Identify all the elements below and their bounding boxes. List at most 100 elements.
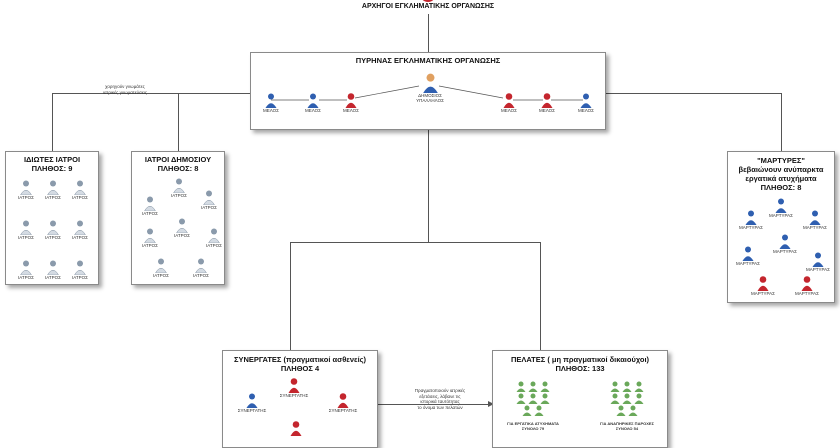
core-center-official: ΔΗΜΟΣΙΟΣ ΥΠΑΛΛΗΛΟΣ — [414, 73, 446, 103]
line-top — [428, 14, 429, 52]
doctor-icon — [144, 196, 156, 211]
doctor-figure: ΙΑΤΡΟΣ — [65, 260, 95, 280]
witness-figure: ΜΑΡΤΥΡΑΣ — [766, 198, 796, 218]
doctor-figure: ΙΑΤΡΟΣ — [65, 180, 95, 200]
clients-group-1-label: ΓΙΑ ΕΡΓΑΤΙΚΑ ΑΤΥΧΗΜΑΤΑ ΣΥΝΟΛΟ 79 — [507, 421, 559, 431]
core-member-4: ΜΕΛΟΣ — [494, 93, 524, 113]
person-male-icon — [307, 93, 319, 108]
partner-figure: ΣΥΝΕΡΓΑΤΗΣ — [237, 393, 267, 413]
person-female-icon — [288, 378, 300, 393]
header-icon — [420, 0, 436, 2]
doctor-icon — [20, 220, 32, 235]
core-member-2: ΜΕΛΟΣ — [298, 93, 328, 113]
doctor-icon — [74, 260, 86, 275]
line-to-public — [178, 93, 179, 151]
partners-title: ΣΥΝΕΡΓΑΤΕΣ (πραγματικοί ασθενείς) — [233, 355, 367, 364]
header-title: ΑΡΧΗΓΟΙ ΕΓΚΛΗΜΑΤΙΚΗΣ ΟΡΓΑΝΩΣΗΣ — [361, 3, 495, 10]
witnesses-title: "ΜΑΡΤΥΡΕΣ" — [757, 156, 805, 165]
doctor-figure: ΙΑΤΡΟΣ — [11, 260, 41, 280]
arrow-head — [488, 401, 494, 407]
core-member-6: ΜΕΛΟΣ — [571, 93, 601, 113]
line-to-partners — [290, 242, 291, 350]
doctor-icon — [47, 260, 59, 275]
line-to-witnesses — [781, 93, 782, 151]
witnesses-subtitle-1: βεβαιώνουν ανύπαρκτα — [738, 165, 824, 174]
person-male-icon — [265, 93, 277, 108]
doctor-figure: ΙΑΤΡΟΣ — [65, 220, 95, 240]
line-core-down — [428, 130, 429, 242]
person-male-icon — [580, 93, 592, 108]
doctor-figure: ΙΑΤΡΟΣ — [146, 258, 176, 278]
doctor-figure: ΙΑΤΡΟΣ — [11, 220, 41, 240]
doctor-icon — [203, 190, 215, 205]
clients-count: ΠΛΗΘΟΣ: 133 — [555, 364, 605, 373]
doctor-icon — [176, 218, 188, 233]
doctor-icon — [173, 178, 185, 193]
partners-box: ΣΥΝΕΡΓΑΤΕΣ (πραγματικοί ασθενείς) ΠΛΗΘΟΣ… — [222, 350, 378, 448]
person-female-icon — [801, 276, 813, 291]
private-doctors-count: ΠΛΗΘΟΣ: 9 — [31, 164, 73, 173]
clients-group-1-icon — [516, 381, 550, 416]
doctor-icon — [208, 228, 220, 243]
doctor-icon — [195, 258, 207, 273]
core-member-3: ΜΕΛΟΣ — [336, 93, 366, 113]
person-male-icon — [742, 246, 754, 261]
person-official-icon — [422, 73, 438, 93]
person-male-icon — [809, 210, 821, 225]
doctor-figure: ΙΑΤΡΟΣ — [167, 218, 197, 238]
doctor-figure: ΙΑΤΡΟΣ — [135, 228, 165, 248]
person-male-icon — [246, 393, 258, 408]
line-to-clients — [540, 242, 541, 350]
clients-group-2-label: ΓΙΑ ΑΝΑΠΗΡΙΚΕΣ ΠΑΡΟΧΕΣ ΣΥΝΟΛΟ 54 — [600, 421, 654, 431]
line-left-horizontal — [52, 93, 250, 94]
doctor-figure: ΙΑΤΡΟΣ — [38, 180, 68, 200]
doctor-icon — [20, 180, 32, 195]
witness-figure: ΜΑΡΤΥΡΑΣ — [733, 246, 763, 266]
doctor-icon — [47, 220, 59, 235]
witness-figure: ΜΑΡΤΥΡΑΣ — [770, 234, 800, 254]
doctor-figure: ΙΑΤΡΟΣ — [194, 190, 224, 210]
note-left: χορηγούν γνωμάτες ιατρικές γνωματεύσεις — [102, 84, 148, 95]
person-female-icon — [541, 93, 553, 108]
doctor-icon — [74, 180, 86, 195]
core-member-5: ΜΕΛΟΣ — [532, 93, 562, 113]
doctor-figure: ΙΑΤΡΟΣ — [186, 258, 216, 278]
witnesses-count: ΠΛΗΘΟΣ: 8 — [760, 183, 802, 192]
person-female-icon — [345, 93, 357, 108]
clients-group-2-icon — [610, 381, 644, 416]
doctor-figure: ΙΑΤΡΟΣ — [38, 220, 68, 240]
partner-figure: ΣΥΝΕΡΓΑΤΗΣ — [279, 378, 309, 398]
line-partners-to-clients — [378, 404, 490, 405]
partner-figure: ΣΥΝΕΡΓΑΤΗΣ — [328, 393, 358, 413]
doctor-icon — [155, 258, 167, 273]
doctor-icon — [47, 180, 59, 195]
person-female-icon — [337, 393, 349, 408]
doctor-icon — [144, 228, 156, 243]
doctor-figure: ΙΑΤΡΟΣ — [164, 178, 194, 198]
core-title: ΠΥΡΗΝΑΣ ΕΓΚΛΗΜΑΤΙΚΗΣ ΟΡΓΑΝΩΣΗΣ — [355, 56, 501, 65]
note-middle: Πραγματοποιούν ιατρικές εξετάσεις, λάβαν… — [414, 388, 466, 410]
line-to-private — [52, 93, 53, 151]
witness-figure: ΜΑΡΤΥΡΑΣ — [803, 252, 833, 272]
clients-box: ΠΕΛΑΤΕΣ ( μη πραγματικοί δικαιούχοι) ΠΛΗ… — [492, 350, 668, 448]
doctor-icon — [20, 260, 32, 275]
witness-figure: ΜΑΡΤΥΡΑΣ — [736, 210, 766, 230]
doctor-icon — [74, 220, 86, 235]
private-doctors-box: ΙΔΙΩΤΕΣ ΙΑΤΡΟΙ ΠΛΗΘΟΣ: 9 ΙΑΤΡΟΣ ΙΑΤΡΟΣ Ι… — [5, 151, 99, 285]
core-box: ΠΥΡΗΝΑΣ ΕΓΚΛΗΜΑΤΙΚΗΣ ΟΡΓΑΝΩΣΗΣ ΜΕΛΟΣ ΜΕΛ… — [250, 52, 606, 130]
person-male-icon — [779, 234, 791, 249]
doctor-figure: ΙΑΤΡΟΣ — [199, 228, 229, 248]
witnesses-subtitle-2: εργατικά ατυχήματα — [745, 174, 817, 183]
public-doctors-title: ΙΑΤΡΟΙ ΔΗΜΟΣΙΟΥ — [144, 155, 212, 164]
witness-figure: ΜΑΡΤΥΡΑΣ — [748, 276, 778, 296]
line-bottom-horizontal — [290, 242, 540, 243]
person-male-icon — [745, 210, 757, 225]
clients-title: ΠΕΛΑΤΕΣ ( μη πραγματικοί δικαιούχοι) — [510, 355, 650, 364]
doctor-figure: ΙΑΤΡΟΣ — [135, 196, 165, 216]
witnesses-box: "ΜΑΡΤΥΡΕΣ" βεβαιώνουν ανύπαρκτα εργατικά… — [727, 151, 835, 303]
doctor-figure: ΙΑΤΡΟΣ — [38, 260, 68, 280]
person-female-icon — [503, 93, 515, 108]
person-male-icon — [775, 198, 787, 213]
line-right-horizontal — [606, 93, 782, 94]
core-links — [271, 85, 583, 101]
